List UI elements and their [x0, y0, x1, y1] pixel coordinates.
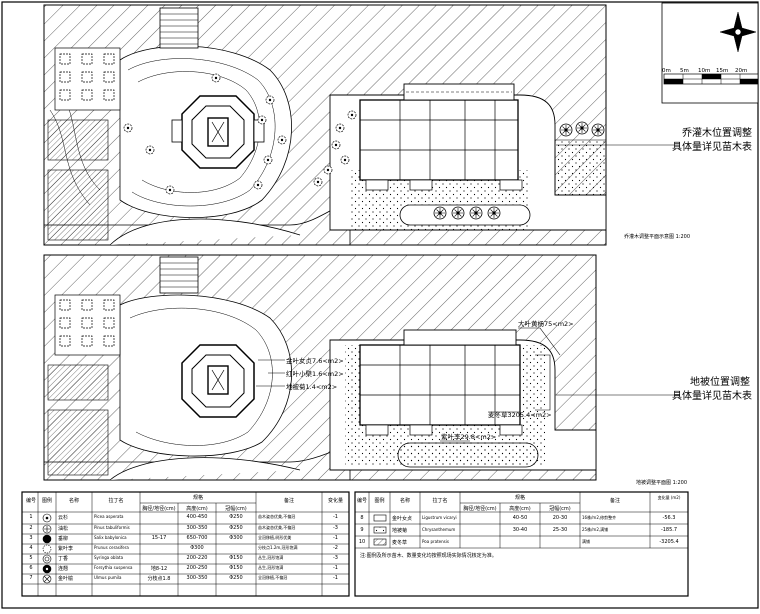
scale-tick-label: 10m [698, 68, 710, 74]
bottom-note-line1: 地被位置调整 [690, 377, 750, 388]
legend-symbols [42, 513, 387, 584]
area-label: 金叶女贞7.6<m2> [286, 356, 344, 365]
bottom-plan [43, 254, 680, 481]
plan-caption: 乔灌木调整平面示意图 1:200 [624, 233, 690, 240]
plan-caption: 地被调整平面图 1:200 [636, 479, 687, 486]
scale-tick-label: 5m [680, 68, 689, 74]
area-label: 红叶小檗1.6<m2> [286, 369, 344, 378]
area-label: 大叶黄杨75<m2> [518, 319, 574, 328]
scale-tick-label: 15m [716, 68, 728, 74]
top-note-line1: 乔灌木位置调整 [682, 128, 752, 139]
top-note-line2: 具体量详见苗木表 [672, 142, 752, 153]
scale-tick-label: 20m [735, 68, 747, 74]
north-arrow-scale: 0m 5m 10m 15m 20m [661, 2, 759, 104]
top-plan [43, 4, 680, 246]
bottom-note-line2: 具体量详见苗木表 [672, 391, 752, 402]
area-label: 紫叶李29.8<m2> [441, 432, 496, 441]
area-label: 地被菊1.4<m2> [286, 382, 337, 391]
area-label: 麦冬草3205.4<m2> [488, 410, 552, 419]
scale-tick-label: 0m [662, 68, 671, 74]
plant-table-frame [21, 491, 689, 597]
